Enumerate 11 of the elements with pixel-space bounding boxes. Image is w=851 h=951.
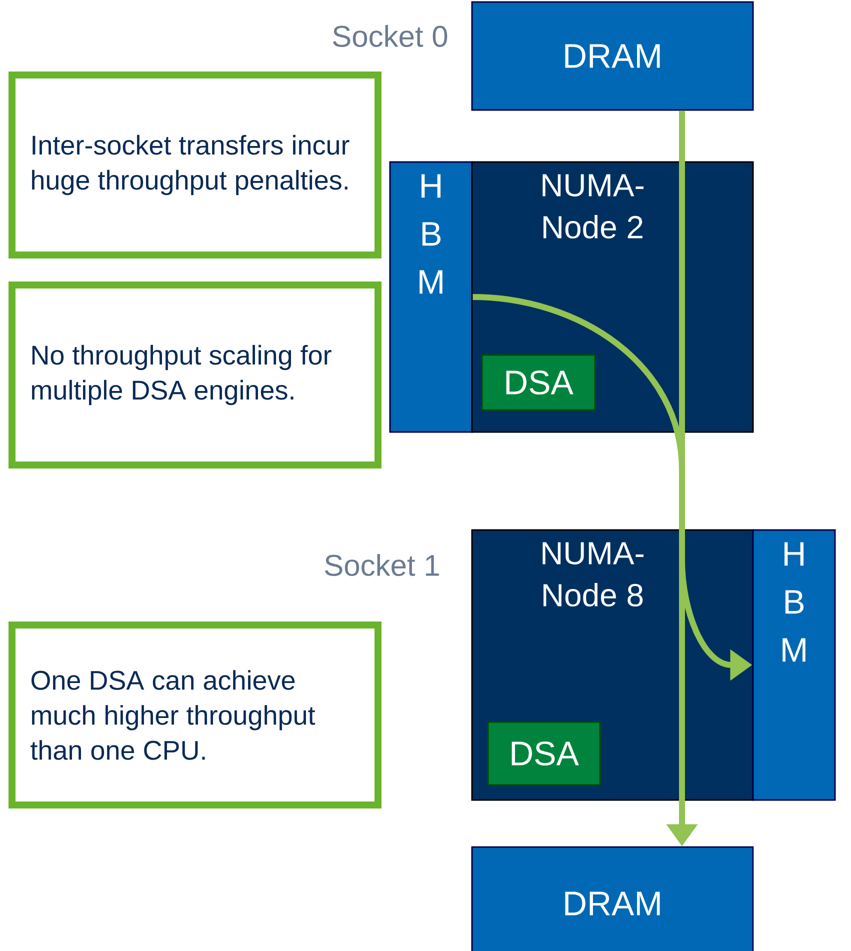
memory-box: DRAM <box>471 846 754 951</box>
callout-box: Inter-socket transfers incur huge throughput penalties. <box>8 72 382 258</box>
memory-box: DRAM <box>471 1 754 111</box>
memory-box: H B M <box>752 529 836 801</box>
socket-label: Socket 0 <box>333 25 448 48</box>
memory-box: H B M <box>389 161 473 433</box>
callout-box: No throughput scaling for multiple DSA engines. <box>8 282 382 468</box>
callout-box: One DSA can achieve much higher throughput than one CPU. <box>8 622 382 808</box>
socket-label: Socket 1 <box>325 554 439 576</box>
dsa-box: DSA <box>481 354 596 411</box>
dsa-box: DSA <box>487 721 601 786</box>
